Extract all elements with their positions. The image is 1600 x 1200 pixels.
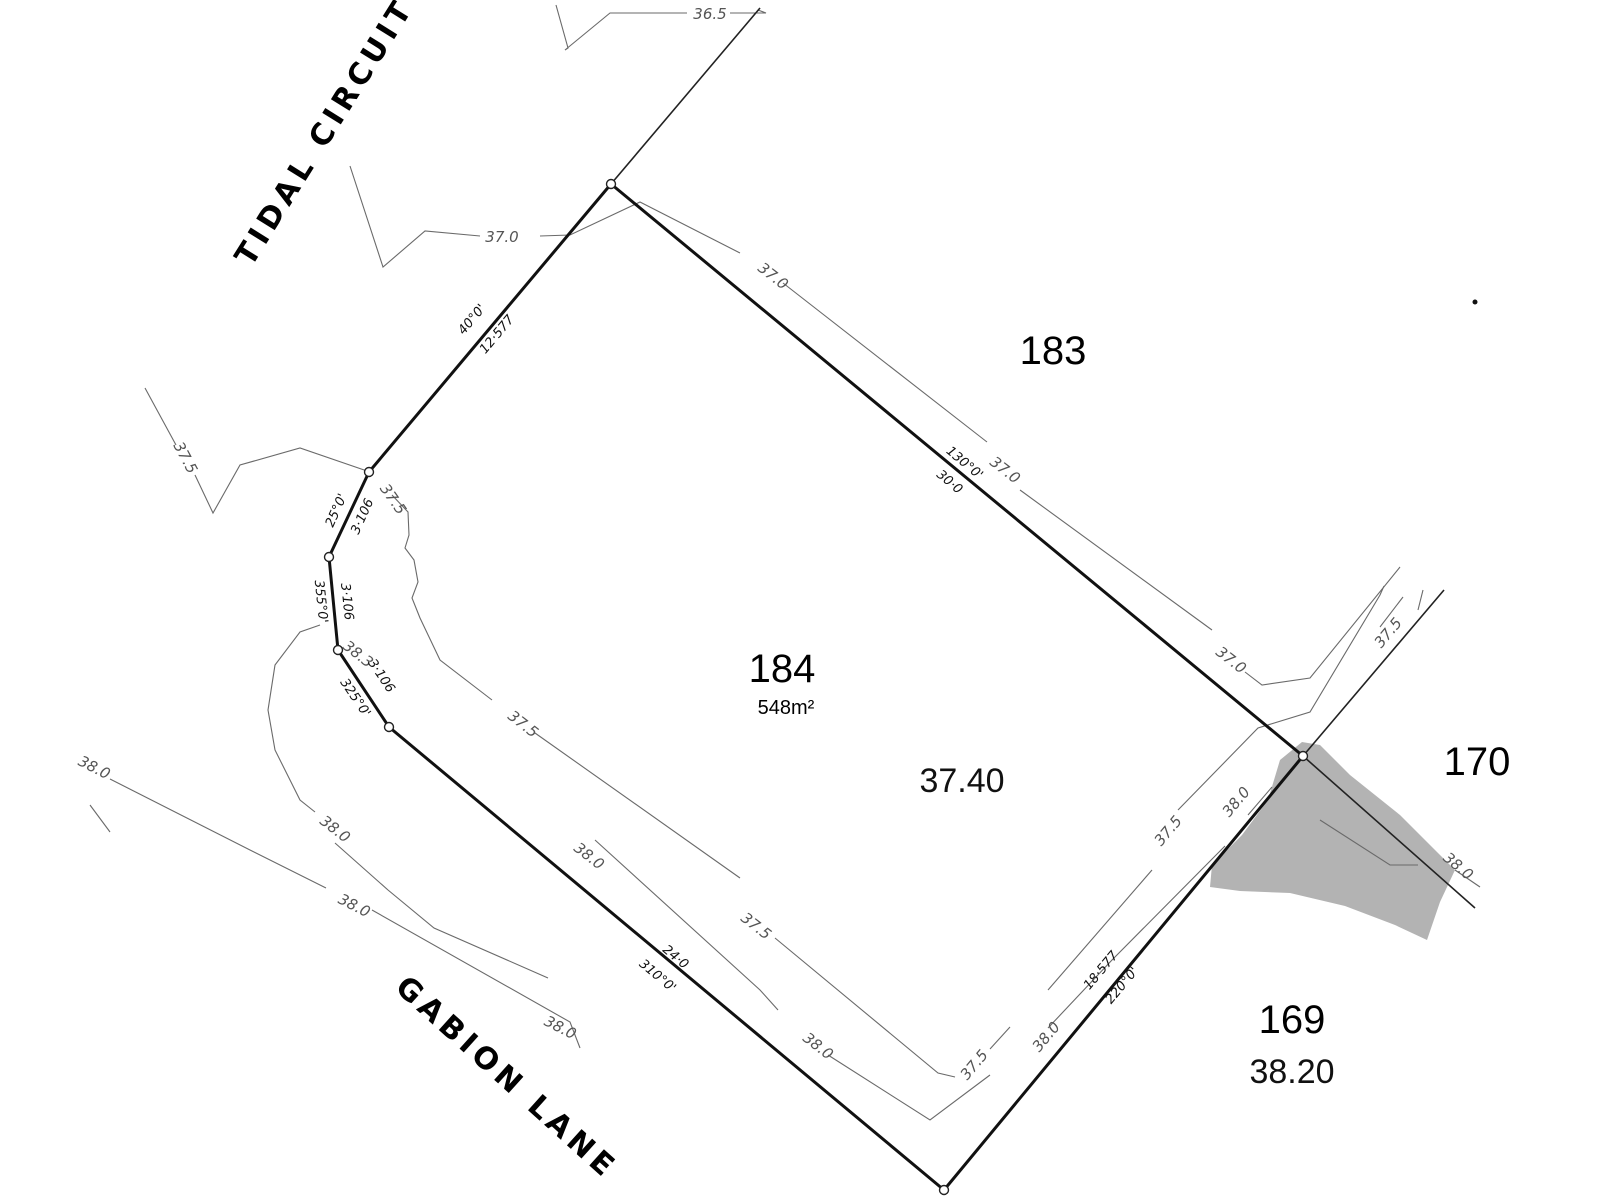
shaded-area [1210, 742, 1455, 940]
contour-label-38-0: 38.0 [75, 752, 113, 783]
street-name-tidal-circuit: TIDAL CIRCUIT [228, 0, 421, 272]
lot-level-184: 37.40 [919, 762, 1004, 800]
contour-label-36-5: 36.5 [693, 5, 726, 23]
sw-length-label: 24·0 [659, 942, 691, 972]
seg2-bearing-label: 355°0' [311, 579, 330, 624]
lot-boundaries [327, 7, 1476, 1192]
contour-label-37-0: 37.0 [485, 228, 518, 246]
seg3-bearing-label: 325°0' [337, 676, 374, 720]
contour-label-37-5: 37.5 [1371, 614, 1406, 651]
seg1-length-label: 3·106 [348, 497, 377, 537]
contour-label-38-0: 38.0 [541, 1012, 579, 1043]
contour-label-38-0: 38.0 [335, 890, 373, 921]
contour-label-37-0: 37.0 [1212, 643, 1249, 678]
lot-area-184: 548m² [758, 697, 815, 719]
contour-label-37-5: 37.5 [1151, 812, 1186, 849]
seg3-length-label: 3·106 [364, 656, 397, 695]
contour-label-37-5: 37.5 [737, 909, 774, 944]
contour-lines [89, 4, 1481, 1121]
lot-number-183: 183 [1020, 329, 1087, 373]
lot-level-169: 38.20 [1249, 1053, 1334, 1091]
seg1-bearing-label: 25°0' [323, 492, 351, 530]
contour-label-38-0: 38.0 [570, 839, 607, 874]
lot-number-184: 184 [749, 647, 816, 691]
contour-label-37-5: 37.5 [504, 707, 541, 742]
boundary-labels: 40°0' 12·577 130°0' 30·0 25°0' 3·106 355… [311, 302, 1142, 1008]
contour-label-38-0: 38.0 [316, 812, 353, 847]
lot-number-169: 169 [1259, 998, 1326, 1042]
contour-label-37-0: 37.0 [986, 453, 1023, 488]
boundary-pegs [323, 178, 1478, 1196]
lot-number-170: 170 [1444, 740, 1511, 784]
street-name-gabion-lane: GABION LANE [388, 969, 624, 1186]
contour-label-37-5: 37.5 [376, 480, 410, 518]
contour-label-38-0: 38.0 [799, 1029, 836, 1064]
contour-label-37-5: 37.5 [170, 439, 202, 477]
nw-bearing-label: 40°0' [455, 302, 489, 338]
contour-label-37-0: 37.0 [754, 259, 791, 294]
seg2-length-label: 3·106 [337, 582, 356, 621]
